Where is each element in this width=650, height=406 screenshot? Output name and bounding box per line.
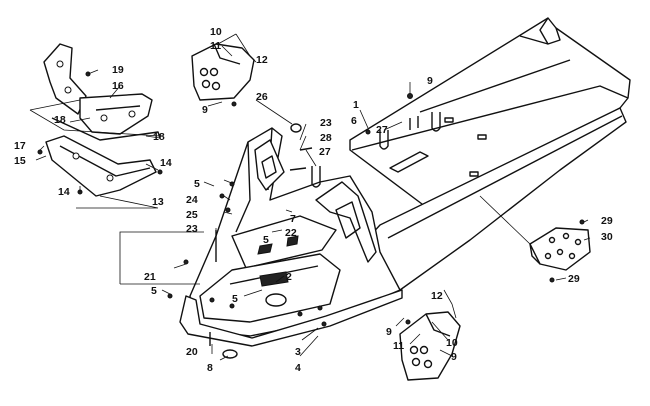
callout-12-lower: 12 (431, 290, 443, 302)
callout-29-bottom: 29 (568, 273, 580, 285)
fasteners (37, 71, 585, 359)
lower-footrest (399, 311, 461, 381)
callout-5-mid: 5 (263, 234, 269, 246)
lower-mount-bracket (45, 117, 161, 197)
callout-23-top: 23 (320, 117, 332, 129)
callout-30: 30 (601, 231, 613, 243)
callout-labels: 1 2 3 4 5 5 5 5 6 7 8 9 9 9 9 10 10 11 1… (14, 26, 613, 374)
callout-7: 7 (290, 213, 296, 225)
callout-23-left: 23 (186, 223, 198, 235)
callout-15: 15 (14, 155, 26, 167)
callout-24: 24 (186, 194, 198, 206)
callout-11-lower: 11 (393, 340, 404, 352)
callout-27-right: 27 (376, 124, 388, 136)
callout-18-right: 18 (153, 131, 165, 143)
callout-5-top: 5 (194, 178, 200, 190)
callout-14-right: 14 (160, 157, 172, 169)
leader-lines (29, 33, 591, 361)
callout-13: 13 (152, 196, 164, 208)
callout-29-top: 29 (601, 215, 613, 227)
callout-18-left: 18 (54, 114, 66, 126)
callout-10-upper: 10 (210, 26, 222, 38)
callout-17: 17 (14, 140, 26, 152)
callout-6: 6 (351, 115, 357, 127)
callout-26: 26 (256, 91, 268, 103)
callout-3: 3 (295, 346, 301, 358)
callout-11-upper: 11 (210, 40, 221, 52)
callout-22: 22 (285, 227, 297, 239)
callout-16: 16 (112, 80, 124, 92)
callout-27-left: 27 (319, 146, 331, 158)
rear-plate (529, 227, 591, 271)
callout-4: 4 (295, 362, 301, 374)
callout-25: 25 (186, 209, 198, 221)
upper-footrest (191, 43, 255, 101)
callout-20: 20 (186, 346, 198, 358)
callout-9-tunnel: 9 (427, 75, 433, 87)
callout-21: 21 (144, 271, 156, 283)
callout-5-left: 5 (151, 285, 157, 297)
callout-12-upper: 12 (256, 54, 268, 66)
callout-14-left: 14 (58, 186, 70, 198)
callout-9-lower-right: 9 (451, 351, 457, 363)
callout-9-upper: 9 (202, 104, 208, 116)
steering-support-brackets (43, 43, 153, 135)
callout-28: 28 (320, 132, 332, 144)
callout-2: 2 (286, 271, 292, 283)
callout-5-floor: 5 (232, 293, 238, 305)
callout-9-lower-left: 9 (386, 326, 392, 338)
callout-19: 19 (112, 64, 124, 76)
chassis-frame (179, 127, 403, 347)
callout-10-lower: 10 (446, 337, 458, 349)
callout-8: 8 (207, 362, 213, 374)
callout-1: 1 (353, 99, 359, 111)
